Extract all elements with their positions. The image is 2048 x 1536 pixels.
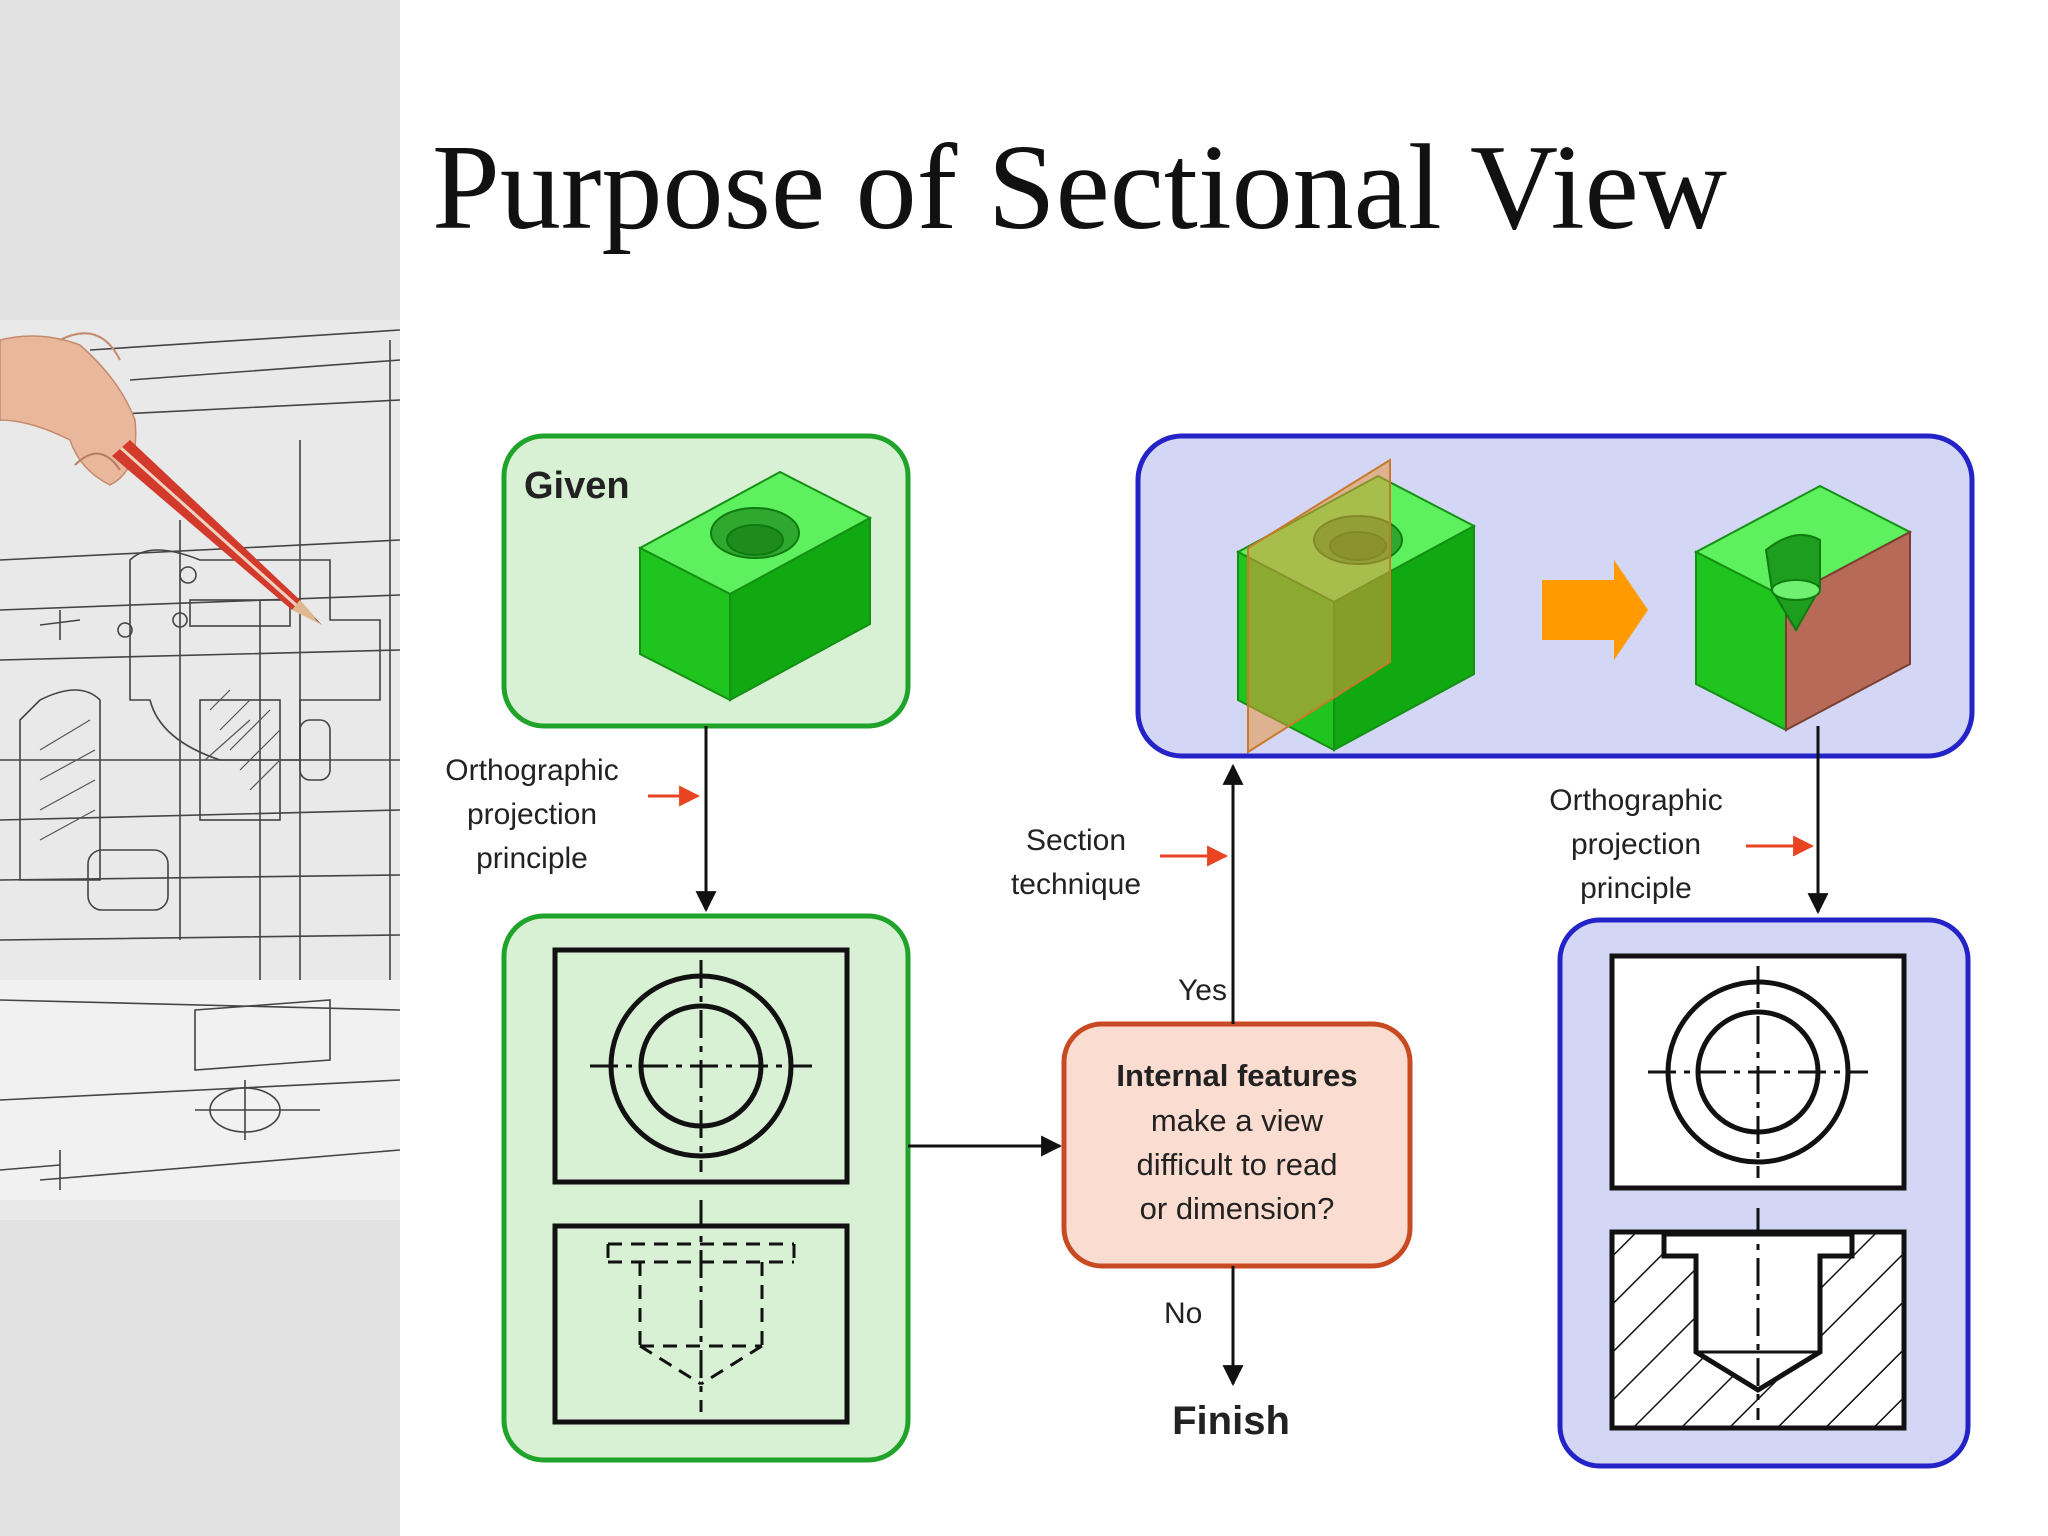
no-label: No: [1164, 1297, 1202, 1330]
svg-text:projection: projection: [1571, 828, 1701, 861]
decision-box: Internal features make a view difficult …: [1061, 1021, 1413, 1269]
section-technique-label: Section technique: [1011, 824, 1141, 901]
svg-text:Orthographic: Orthographic: [445, 754, 618, 787]
given-box: Given: [501, 433, 911, 729]
section-technique-box: [1135, 433, 1975, 759]
svg-text:projection: projection: [467, 798, 597, 831]
given-block-3d: [637, 470, 873, 702]
orange-arrow: [1542, 560, 1648, 660]
svg-text:principle: principle: [1580, 872, 1692, 905]
sectioned-block: [1693, 484, 1913, 732]
sectional-views-box: [1557, 917, 1971, 1469]
sectional-view-flowchart: Given: [445, 433, 1975, 1469]
finish-label: Finish: [1172, 1399, 1290, 1443]
decision-line-2: difficult to read: [1136, 1147, 1337, 1182]
ortho-label-right: Orthographic projection principle: [1549, 784, 1722, 905]
slide-title: Purpose of Sectional View: [432, 120, 1727, 255]
orthographic-views-box: [501, 913, 911, 1463]
svg-text:Orthographic: Orthographic: [1549, 784, 1722, 817]
ortho-label-left: Orthographic projection principle: [445, 754, 618, 875]
yes-label: Yes: [1178, 974, 1227, 1007]
svg-text:technique: technique: [1011, 868, 1141, 901]
decision-title: Internal features: [1116, 1058, 1357, 1093]
technical-drawing-photo: [0, 320, 400, 1220]
given-label: Given: [524, 465, 630, 507]
block-with-cutting-plane: [1235, 458, 1477, 754]
decision-line-1: make a view: [1151, 1103, 1324, 1138]
decision-line-3: or dimension?: [1140, 1191, 1335, 1226]
svg-text:Section: Section: [1026, 824, 1126, 857]
svg-text:principle: principle: [476, 842, 588, 875]
